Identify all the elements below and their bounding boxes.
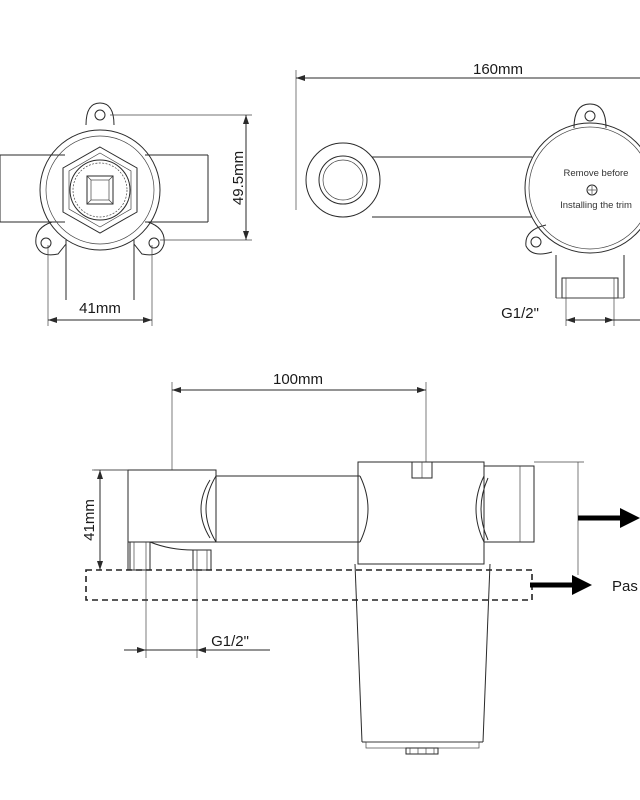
dim-height-front: 49.5mm (230, 151, 247, 205)
dim-thread-side: G1/2" (211, 633, 249, 650)
dim-width-front: 41mm (79, 300, 121, 317)
front-view (0, 102, 252, 326)
top-view (295, 70, 640, 326)
pass-label: Pas (612, 578, 638, 595)
dim-thread-top: G1/2" (501, 305, 539, 322)
dim-width-side: 100mm (273, 371, 323, 388)
cap-text-line2: Installing the trim (560, 200, 632, 211)
side-view (85, 382, 640, 755)
dim-width-top: 160mm (473, 61, 523, 78)
dim-height-side: 41mm (81, 499, 98, 541)
cap-text-line1: Remove before (564, 168, 629, 179)
